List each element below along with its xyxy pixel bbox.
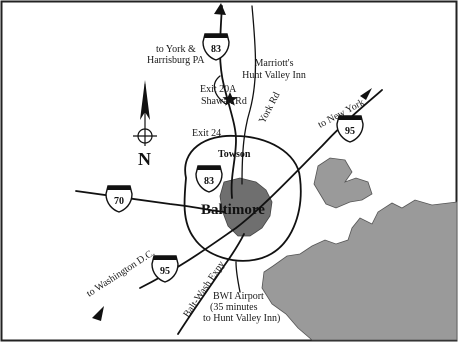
chesapeake-bay <box>261 157 458 341</box>
shield-i83-north-label: 83 <box>211 44 221 55</box>
label-bwi-to-hunt-valley: to Hunt Valley Inn) <box>203 313 280 324</box>
baltimore-city-area <box>219 177 273 237</box>
exit24-road <box>213 75 227 105</box>
marriott-star-icon <box>222 92 238 106</box>
label-exit-20a: Exit 20A <box>200 84 237 95</box>
label-to-york-harrisburg-line1: to York & <box>156 44 196 55</box>
beltway-695 <box>183 135 302 262</box>
shield-i95-ne: 95 <box>336 115 364 143</box>
compass-north-label: N <box>138 149 151 169</box>
bwi-connector-road <box>235 261 241 293</box>
shield-i83-towson-label: 83 <box>204 176 214 187</box>
i70-highway <box>75 190 225 213</box>
shield-i95-sw: 95 <box>151 255 179 283</box>
label-towson: Towson <box>218 149 251 160</box>
label-marriott-line2: Hunt Valley Inn <box>242 70 306 81</box>
arrow-to-washington-icon <box>92 306 104 321</box>
york-road <box>241 5 257 185</box>
label-bwi-airport: BWI Airport <box>213 291 264 302</box>
shield-i95-sw-label: 95 <box>160 266 170 277</box>
shield-i70-label: 70 <box>114 196 124 207</box>
label-shawan-rd: Shawan Rd <box>201 96 247 107</box>
label-exit-24: Exit 24 <box>192 128 221 139</box>
shield-i83-north: 83 <box>202 33 230 61</box>
shield-i95-ne-label: 95 <box>345 126 355 137</box>
balt-wash-expressway <box>177 233 245 335</box>
arrow-to-york-icon <box>214 3 226 15</box>
label-to-york-harrisburg-line2: Harrisburg PA <box>147 55 205 66</box>
shield-i83-towson: 83 <box>195 165 223 193</box>
label-baltimore: Baltimore <box>201 202 265 218</box>
label-marriott-line1: Marriott's <box>254 58 293 69</box>
compass-icon <box>133 80 157 146</box>
arrow-to-new-york-icon <box>360 88 372 100</box>
label-bwi-minutes: (35 minutes <box>210 302 258 313</box>
shield-i70: 70 <box>105 185 133 213</box>
